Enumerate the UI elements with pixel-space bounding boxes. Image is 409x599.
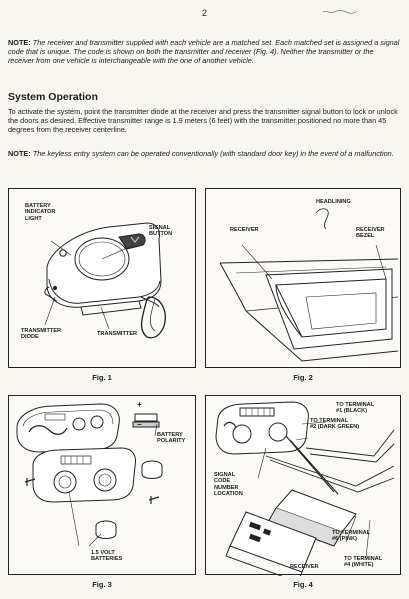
intro-note: NOTE: The receiver and transmitter suppl… [8,38,400,66]
margin-scribble [322,10,358,14]
label-terminal-6-pink: TO TERMINAL #6 (PINK) [332,530,371,543]
page-number: 2 [201,8,207,18]
figure-2-caption: Fig. 2 [293,373,313,382]
label-transmitter: TRANSMITTER [97,331,138,337]
label-headlining: HEADLINING [316,199,351,205]
minus-symbol: − [137,420,142,429]
operation-paragraph: To activate the system, point the transm… [8,107,398,134]
note-label: NOTE: [8,149,31,158]
label-transmitter-diode: TRANSMITTER DIODE [21,328,62,341]
receiver-wiring-illustration [215,401,395,576]
section-title: System Operation [8,91,98,103]
label-terminal-2-dark-green: TO TERMINAL #2 (DARK GREEN) [310,418,360,431]
keyless-note: NOTE: The keyless entry system can be op… [8,149,400,159]
figure-4-panel: TO TERMINAL #1 (BLACK) TO TERMINAL #2 (D… [205,395,401,576]
label-1-5-volt-batteries: 1.5 VOLT BATTERIES [91,550,123,563]
note-text: The keyless entry system can be operated… [32,149,394,158]
label-receiver: RECEIVER [230,227,259,233]
figure-4-caption: Fig. 4 [293,580,313,589]
note-text: The receiver and transmitter supplied wi… [8,38,400,65]
receiver-headlining-illustration [219,208,399,362]
note-label: NOTE: [8,38,31,47]
figure-1-panel: BATTERY INDICATOR LIGHT SIGNAL BUTTON TR… [8,188,196,368]
label-receiver-bezel: RECEIVER BEZEL [356,227,385,240]
figure-1-caption: Fig. 1 [92,373,112,382]
figure-3-caption: Fig. 3 [92,580,112,589]
figure-2-panel: HEADLINING RECEIVER RECEIVER BEZEL [205,188,401,368]
label-receiver: RECEIVER [290,564,319,570]
transmitter-illustration [44,222,166,339]
label-signal-code-number-location: SIGNAL CODE NUMBER LOCATION [214,472,243,497]
label-battery-polarity: BATTERY POLARITY [157,432,186,445]
battery-replacement-illustration [16,403,163,547]
plus-symbol: + [137,400,142,409]
label-battery-indicator-light: BATTERY INDICATOR LIGHT [25,203,56,222]
label-terminal-1-black: TO TERMINAL #1 (BLACK) [336,402,375,415]
figure-3-panel: + − BATTERY POLARITY 1.5 VOLT BATTERIES [8,395,196,575]
label-signal-button: SIGNAL BUTTON [149,225,173,238]
label-terminal-4-white: TO TERMINAL #4 (WHITE) [344,556,383,569]
